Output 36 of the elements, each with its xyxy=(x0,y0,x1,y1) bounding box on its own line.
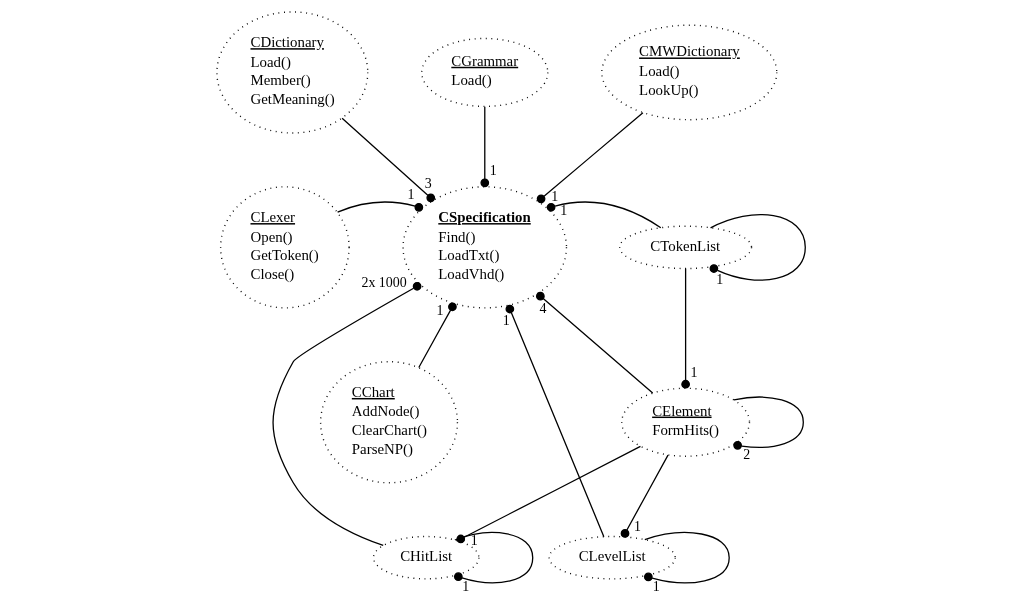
connector xyxy=(709,214,806,281)
connector xyxy=(417,302,457,369)
edge-label: 1 xyxy=(502,313,510,329)
connector xyxy=(336,201,423,213)
edge-label: 1 xyxy=(470,532,478,548)
connector xyxy=(680,267,690,389)
edge-label: 2 xyxy=(742,446,750,462)
edge-label: 1 xyxy=(559,203,567,219)
edge-label: 1 xyxy=(652,579,660,595)
edge-label: 1 xyxy=(435,303,443,319)
connector xyxy=(341,117,435,203)
edge-label: 4 xyxy=(539,300,547,316)
connector xyxy=(535,291,653,394)
connector xyxy=(271,281,421,547)
connector xyxy=(479,106,489,188)
node-circle: CLexer Open() GetToken() Close() xyxy=(219,186,350,309)
connector xyxy=(643,531,730,584)
edge-label: 1 xyxy=(550,189,558,205)
node-ellipse: CMWDictionary Load() LookUp() xyxy=(600,24,777,121)
connector xyxy=(505,304,604,538)
edge-label: 3 xyxy=(424,175,432,191)
edge-label: 1 xyxy=(633,519,641,535)
connector xyxy=(620,454,669,538)
connector xyxy=(732,396,804,450)
connector xyxy=(536,112,644,204)
node-ellipse: CChart AddNode() ClearChart() ParseNP() xyxy=(319,361,458,484)
connector xyxy=(546,201,661,229)
edge-label: 1 xyxy=(690,364,697,380)
node-ellipse: CDictionary Load() Member() GetMeaning() xyxy=(215,11,368,134)
edge-label: 1 xyxy=(715,272,723,288)
node-ellipse: CGrammar Load() xyxy=(420,37,548,108)
edge-label: 2x 1000 xyxy=(360,275,407,291)
edge-label: 1 xyxy=(461,579,469,595)
edge-label: 1 xyxy=(489,163,497,179)
node-ellipse: CTokenList xyxy=(618,225,752,270)
edge-label: 1 xyxy=(407,187,414,203)
